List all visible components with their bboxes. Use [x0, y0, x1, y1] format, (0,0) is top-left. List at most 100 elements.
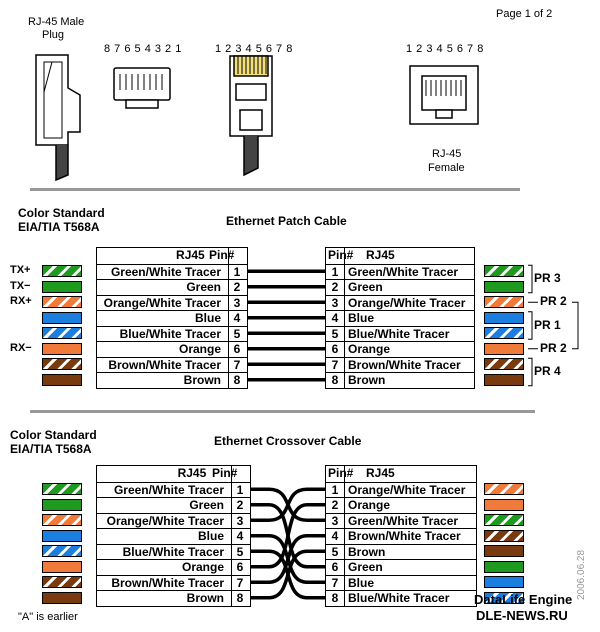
pin-column-divider: [344, 466, 345, 606]
right-color-swatch-4: [484, 529, 524, 542]
wire-pin-7: [251, 534, 325, 584]
wire-name: Green: [189, 498, 224, 512]
crossover-standard-line1: Color Standard: [10, 428, 97, 442]
left-color-swatch-5: [42, 327, 82, 340]
wire-name: Orange/White Tracer: [348, 482, 466, 497]
header-connector-label: RJ45: [366, 248, 395, 262]
wire-name: Orange: [178, 342, 221, 356]
plug-front-icon: [113, 67, 171, 109]
pair-label: PR 2: [540, 294, 567, 309]
wire-name: Green: [348, 560, 383, 574]
crossover-title: Ethernet Crossover Cable: [214, 434, 362, 448]
female-jack-label-line2: Female: [428, 162, 465, 174]
wire-name: Blue/White Tracer: [348, 591, 450, 605]
pin-number: 6: [236, 560, 244, 574]
wire-name: Brown: [348, 373, 386, 387]
pair4-bracket: [528, 357, 533, 387]
jack-front-icon: [409, 65, 479, 125]
table-header: RJ45 Pin#: [97, 248, 247, 264]
signal-label: RX+: [10, 295, 32, 308]
wire-name: Green/White Tracer: [113, 482, 224, 497]
right-color-swatch-2: [484, 280, 524, 293]
pin-number: 7: [236, 575, 244, 590]
pin-number: 7: [331, 575, 339, 590]
wire-name: Blue/White Tracer: [122, 544, 224, 559]
wire-name: Orange: [348, 342, 391, 356]
wire-name: Orange/White Tracer: [348, 295, 466, 310]
pin-number: 5: [331, 544, 339, 559]
header-connector-label: RJ45: [177, 466, 207, 480]
pin-number: 4: [233, 311, 241, 325]
crossover-standard-line2: EIA/TIA T568A: [10, 442, 92, 456]
left-color-swatch-1: [42, 265, 82, 278]
wire-pin-8: [251, 549, 325, 600]
wire-name: Blue: [194, 311, 221, 325]
left-color-swatch-6: [42, 560, 82, 573]
wire-pin-6: [251, 503, 325, 569]
wire-name: Brown: [183, 373, 221, 387]
pin-number: 2: [331, 280, 339, 294]
left-color-swatch-7: [42, 576, 82, 589]
signal-label: TX−: [10, 279, 31, 292]
table-row: Blue 7: [326, 574, 476, 591]
right-color-swatch-4: [484, 311, 524, 324]
pin-number: 1: [236, 482, 244, 497]
pin-column-divider: [231, 466, 232, 606]
pin-number: 5: [236, 544, 244, 559]
header-pin-label: Pin#: [212, 466, 238, 480]
pin-number: 5: [331, 326, 339, 341]
pair3-bracket: [528, 264, 533, 294]
table-row: Green 2: [326, 279, 474, 295]
wire-name: Brown: [348, 544, 386, 559]
header-pin-label: Pin#: [209, 248, 235, 262]
right-color-swatch-3: [484, 296, 524, 309]
left-color-swatch-4: [42, 311, 82, 324]
table-row: Blue/White Tracer 5: [97, 543, 250, 560]
connector-drawings: [35, 54, 479, 182]
pin-number: 1: [233, 264, 241, 279]
patch-standard-line1: Color Standard: [18, 206, 105, 220]
right-color-swatch-5: [484, 545, 524, 558]
pair2-bracket: [572, 301, 579, 350]
wire-name: Orange/White Tracer: [106, 513, 224, 528]
left-color-swatch-7: [42, 358, 82, 371]
pin-number: 2: [233, 280, 241, 294]
wire-name: Green/White Tracer: [110, 264, 221, 279]
header-connector-label: RJ45: [366, 466, 395, 480]
pin-number: 4: [331, 529, 339, 543]
pin-number: 6: [233, 342, 241, 356]
plug-top-icon: [229, 55, 273, 177]
page-label: Page 1 of 2: [496, 8, 553, 20]
wire-name: Blue: [197, 529, 224, 543]
header-connector-label: RJ45: [176, 248, 205, 262]
right-color-swatch-7: [484, 358, 524, 371]
pin-number: 6: [331, 560, 339, 574]
watermark-engine: DataLife Engine: [474, 592, 573, 607]
header-pin-label: Pin#: [328, 248, 354, 262]
table-header: RJ45 Pin#: [97, 466, 250, 482]
table-row: Blue 4: [97, 310, 247, 326]
wire-name: Blue: [348, 575, 375, 590]
wire-name: Brown/White Tracer: [111, 575, 224, 590]
wire-name: Brown/White Tracer: [108, 357, 221, 372]
pin-number: 7: [233, 357, 241, 372]
pin-number: 1: [331, 482, 339, 497]
wire-name: Green: [348, 280, 383, 294]
left-color-swatch-6: [42, 342, 82, 355]
pin-number: 3: [331, 295, 339, 310]
